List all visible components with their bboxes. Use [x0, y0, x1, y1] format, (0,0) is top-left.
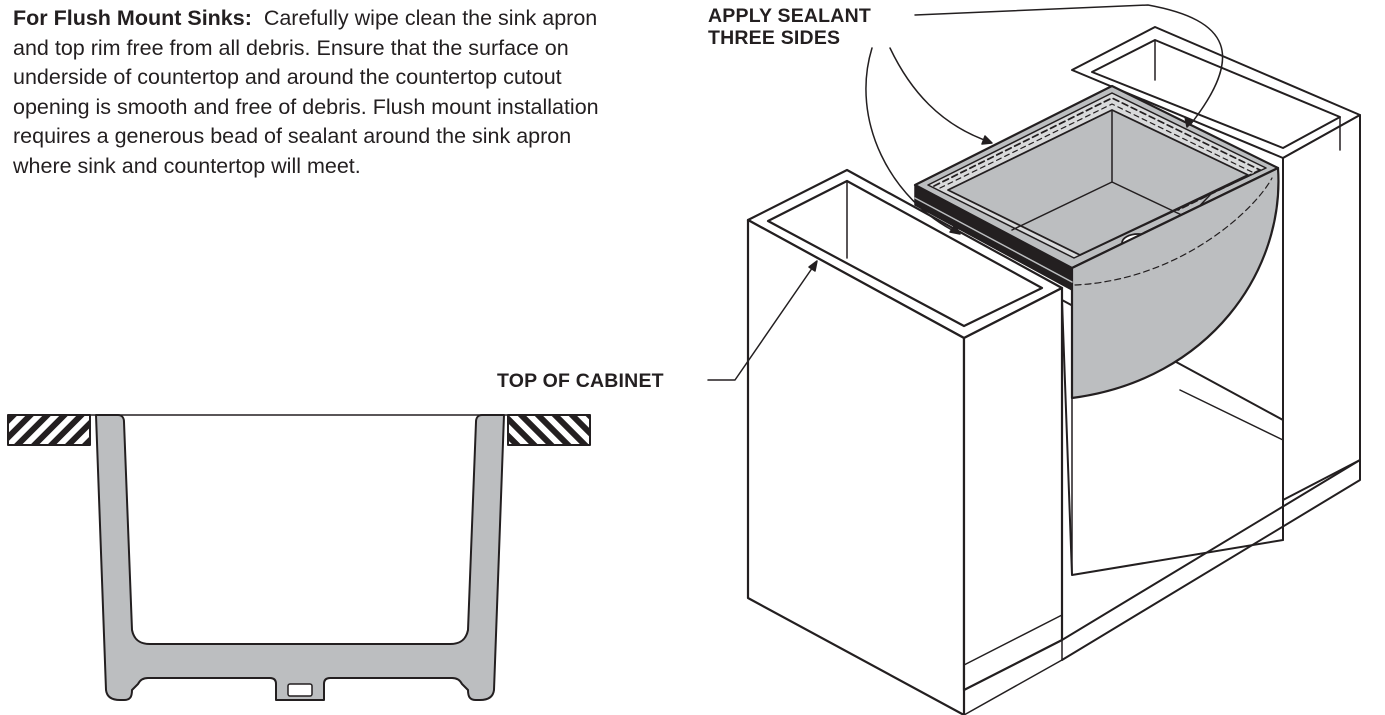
cabinet-left-section — [746, 168, 1064, 715]
instruction-heading: For Flush Mount Sinks: — [13, 6, 252, 30]
countertop-right-hatch — [507, 414, 591, 446]
drain-opening — [287, 683, 313, 697]
apply-sealant-line2: THREE SIDES — [708, 27, 841, 49]
instruction-body: Carefully wipe clean the sink apron and … — [13, 6, 599, 178]
cabinet-base-plinth — [1061, 459, 1361, 661]
apply-sealant-label: APPLY SEALANT THREE SIDES — [708, 5, 871, 49]
instruction-paragraph: For Flush Mount Sinks: Carefully wipe cl… — [13, 4, 603, 181]
apply-sealant-line1: APPLY SEALANT — [708, 5, 871, 27]
top-of-cabinet-label: TOP OF CABINET — [497, 370, 664, 392]
countertop-left-hatch — [7, 414, 91, 446]
sink-profile — [95, 414, 505, 701]
cabinet-right-section — [1071, 26, 1361, 501]
cabinet-leader-line — [707, 260, 818, 381]
farmhouse-sink — [913, 84, 1280, 400]
sealant-leader-lines — [865, 4, 1224, 235]
